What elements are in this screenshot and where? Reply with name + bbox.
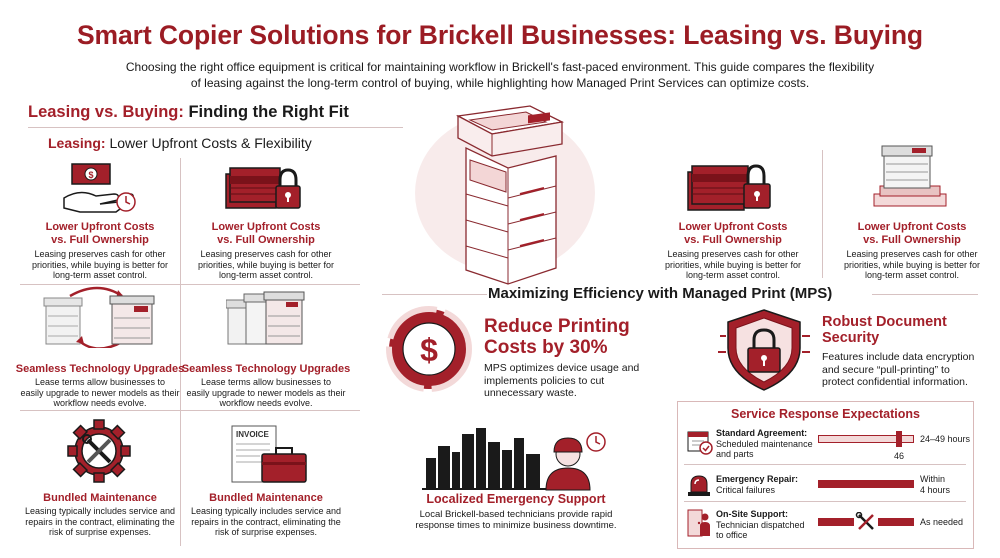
subtitle-line-2: of leasing against the long-term control… [190,76,810,90]
copier-pedestal-icon [870,136,950,216]
cash-lock-icon [222,160,304,216]
skyline-technician-icon [420,424,620,492]
page-subtitle: Choosing the right office equipment is c… [95,59,905,91]
card-text: Leasing preserves cash for other priorit… [31,249,169,280]
leasing-vs-buying-heading: Leasing vs. Buying: Finding the Right Fi… [28,103,349,121]
card-text: Leasing typically includes service and r… [190,506,342,537]
copier-upgrade-icon [40,286,160,348]
reduce-costs-title: Reduce Printing Costs by 30% [484,316,630,358]
standard-bar [818,435,914,443]
reduce-costs-text: MPS optimizes device usage and implement… [484,362,640,399]
card-title: Lower Upfront Costs vs. Full Ownership [678,221,788,246]
card-title: Seamless Technology Upgrades [181,363,351,375]
copier-stack-icon [226,288,306,348]
shield-lock-icon [716,306,812,392]
emergency-repair-label: Emergency Repair: Critical failures [716,474,799,495]
security-text: Features include data encryption and sec… [822,351,975,388]
card-text: Lease terms allow businesses to easily u… [20,377,180,408]
section-divider [28,127,403,128]
standard-marker-value: 46 [893,451,904,461]
card-title: Seamless Technology Upgrades [15,363,185,375]
svg-text:$: $ [88,170,93,180]
dollar-gauge-icon: $ [386,306,472,392]
security-title: Robust Document Security [822,314,947,346]
emergency-value: Within 4 hours [920,474,951,495]
onsite-value: As needed [920,517,964,527]
svg-text:INVOICE: INVOICE [236,430,270,439]
support-text: Local Brickell-based technicians provide… [415,509,617,531]
cash-lock-icon [684,156,774,216]
mps-divider-left [382,294,487,295]
card-title: Lower Upfront Costs vs. Full Ownership [857,221,967,246]
wrench-screwdriver-icon [854,512,878,532]
standard-agreement-label: Standard Agreement: Scheduled maintenanc… [716,428,813,459]
grid-divider [20,284,360,285]
standard-value: 24–49 hours [920,434,971,444]
svg-text:$: $ [420,332,438,368]
grid-divider [822,150,823,278]
emergency-bar [818,480,914,488]
gear-tools-icon [66,418,132,484]
siren-icon [686,472,712,498]
card-text: Leasing preserves cash for other priorit… [197,249,335,280]
technician-door-icon [686,508,712,538]
subtitle-line-1: Choosing the right office equipment is c… [125,60,875,74]
support-title: Localized Emergency Support [426,492,606,506]
mps-divider-right [872,294,978,295]
grid-divider [180,158,181,546]
hand-money-clock-icon: $ [60,158,140,220]
mps-heading: Maximizing Efficiency with Managed Print… [488,285,833,302]
row-divider [684,501,966,502]
card-title: Lower Upfront Costs vs. Full Ownership [211,221,321,246]
card-title: Bundled Maintenance [209,492,323,504]
copier-illustration-icon [410,98,600,288]
page-title: Smart Copier Solutions for Brickell Busi… [76,20,924,50]
card-text: Leasing preserves cash for other priorit… [664,249,802,280]
card-title: Lower Upfront Costs vs. Full Ownership [45,221,155,246]
standard-bar-marker [896,431,902,447]
leasing-subheading: Leasing: Lower Upfront Costs & Flexibili… [48,135,312,151]
grid-divider [20,410,360,411]
card-text: Leasing preserves cash for other priorit… [843,249,981,280]
card-title: Bundled Maintenance [43,492,157,504]
onsite-support-label: On-Site Support: Technician dispatched t… [716,509,805,540]
card-text: Lease terms allow businesses to easily u… [186,377,346,408]
service-response-title: Service Response Expectations [731,407,920,421]
invoice-toolbox-icon: INVOICE [230,424,310,486]
row-divider [684,464,966,465]
calendar-check-icon [686,427,714,455]
card-text: Leasing typically includes service and r… [24,506,176,537]
